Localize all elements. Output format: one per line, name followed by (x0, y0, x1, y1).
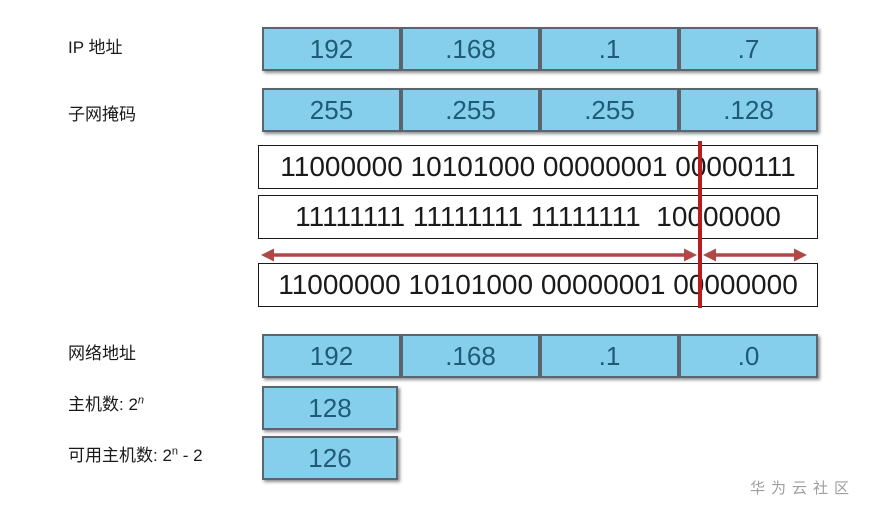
ip-address-row: 192 .168 .1 .7 (262, 27, 818, 71)
binary-ip-box: 11000000 10101000 00000001 00000111 (258, 145, 818, 189)
mask-octet-2: .255 (401, 88, 540, 132)
ip-octet-2: .168 (401, 27, 540, 71)
network-address-row: 192 .168 .1 .0 (262, 334, 818, 378)
network-bits-arrow (261, 248, 697, 262)
binary-network-box: 11000000 10101000 00000001 00000000 (258, 263, 818, 307)
ip-address-label: IP 地址 (68, 38, 123, 57)
ip-octet-3: .1 (540, 27, 679, 71)
network-octet-1: 192 (262, 334, 401, 378)
mask-octet-4: .128 (679, 88, 818, 132)
huawei-cloud-watermark: 华为云社区 (750, 480, 856, 497)
network-octet-4: .0 (679, 334, 818, 378)
prefix-boundary-line (698, 141, 702, 308)
ip-octet-4: .7 (679, 27, 818, 71)
subnet-mask-row: 255 .255 .255 .128 (262, 88, 818, 132)
host-bits-arrow (703, 248, 807, 262)
network-octet-3: .1 (540, 334, 679, 378)
hosts-count-label: 主机数: 2n (68, 394, 145, 414)
binary-mask-box: 11111111 11111111 11111111 10000000 (258, 195, 818, 239)
usable-hosts-label: 可用主机数: 2n - 2 (68, 445, 203, 465)
mask-octet-3: .255 (540, 88, 679, 132)
subnet-mask-label: 子网掩码 (68, 105, 136, 124)
hosts-count-box: 128 (262, 386, 398, 430)
usable-hosts-box: 126 (262, 436, 398, 480)
network-octet-2: .168 (401, 334, 540, 378)
network-address-label: 网络地址 (68, 344, 136, 363)
mask-octet-1: 255 (262, 88, 401, 132)
ip-octet-1: 192 (262, 27, 401, 71)
